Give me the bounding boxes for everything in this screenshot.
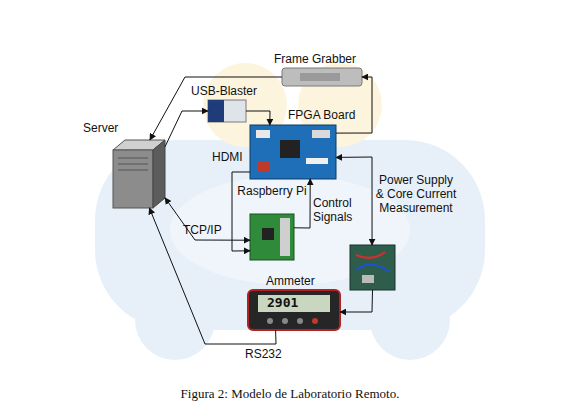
button — [267, 318, 273, 324]
drive-bay — [118, 170, 148, 171]
meter-case — [248, 290, 340, 330]
ammeter-device — [248, 290, 340, 330]
watermark-wheel — [370, 280, 450, 360]
signal-label: RS232 — [245, 347, 282, 361]
signal-label: Control Signals — [313, 196, 363, 224]
connector-line — [165, 111, 208, 147]
connector-line — [336, 77, 372, 133]
raspberry-pi-board — [250, 214, 294, 260]
device-detail — [300, 73, 340, 81]
fpga-chip — [280, 140, 300, 158]
wire — [356, 252, 385, 258]
connector-line — [294, 179, 310, 228]
device-case — [208, 100, 246, 122]
connector — [258, 162, 270, 172]
server-side — [153, 140, 165, 208]
power-supply-board — [350, 245, 395, 290]
figure-caption: Figura 2: Modelo de Laboratorio Remoto. — [0, 386, 580, 402]
node-label: Frame Grabber — [274, 52, 356, 66]
node-label: Server — [83, 121, 118, 135]
chip — [362, 275, 374, 283]
lcd-reading: 2901 — [267, 295, 298, 310]
header — [280, 218, 290, 256]
connector-line — [149, 208, 276, 344]
watermark-wheel — [135, 280, 215, 360]
signal-label: TCP/IP — [183, 223, 222, 237]
node-label: USB-Blaster — [191, 84, 257, 98]
device-node: Raspberry Pi — [250, 214, 294, 260]
watermark — [95, 63, 485, 360]
lcd-display — [258, 295, 330, 312]
connector-line — [246, 111, 270, 125]
signal-label: HDMI — [212, 150, 243, 164]
drive-bay — [118, 164, 148, 165]
node-label: FPGA Board — [288, 108, 355, 122]
connector-line — [165, 198, 250, 240]
usb-blaster-device — [208, 100, 246, 122]
button — [312, 318, 318, 324]
switches — [306, 158, 328, 164]
button — [282, 318, 288, 324]
node-label: Ammeter — [266, 274, 315, 288]
connector-line — [232, 172, 250, 251]
device-node: Frame Grabber — [282, 68, 362, 86]
connector — [312, 130, 330, 138]
server-tower — [113, 140, 165, 208]
device-detail — [208, 100, 224, 122]
node-label: Power Supply & Core Current Measurement — [375, 173, 457, 215]
board-pcb — [250, 214, 294, 260]
connector — [256, 130, 270, 138]
drive-bay — [118, 158, 148, 159]
fpga-board — [250, 125, 336, 179]
node-label: Raspberry Pi — [236, 184, 308, 198]
connector-line — [340, 290, 373, 312]
chip — [262, 228, 274, 240]
board-pcb — [250, 125, 336, 179]
server-front — [113, 150, 153, 208]
frame-grabber-device — [282, 68, 362, 86]
board-pcb — [350, 245, 395, 290]
button — [297, 318, 303, 324]
connector-line — [150, 77, 282, 140]
device-case — [282, 68, 362, 86]
device-node: Server — [113, 140, 165, 208]
device-node: FPGA Board — [250, 125, 336, 179]
device-node: USB-Blaster — [208, 100, 246, 122]
wire — [356, 264, 390, 272]
device-node: Power Supply & Core Current Measurement — [350, 245, 395, 290]
